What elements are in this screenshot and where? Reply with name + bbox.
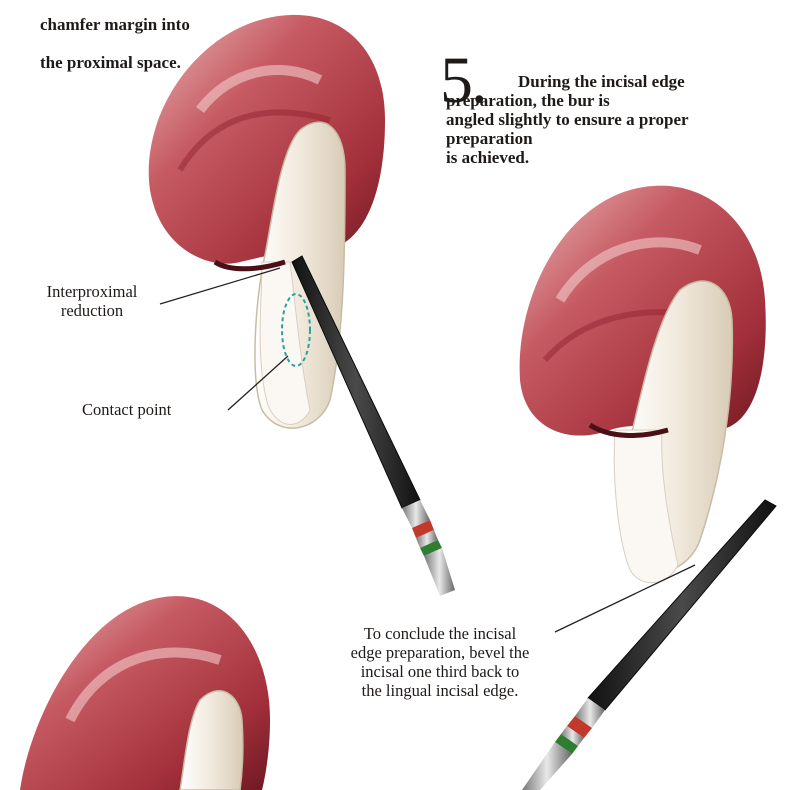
diamond-bur-1 — [292, 256, 455, 596]
tooth-illustration-2 — [520, 186, 766, 583]
top-caption-line-1: chamfer margin into — [40, 15, 190, 34]
label-contact-point: Contact point — [82, 400, 171, 419]
label-conclude-incisal: To conclude the incisal edge preparation… — [300, 624, 580, 700]
top-caption: chamfer margin into the proximal space. — [40, 0, 190, 72]
step5-text: During the incisal edge preparation, the… — [446, 72, 796, 167]
top-caption-line-2: the proximal space. — [40, 53, 181, 72]
label-interproximal-reduction: Interproximal reduction — [22, 282, 162, 320]
tooth-illustration-3 — [20, 596, 270, 790]
